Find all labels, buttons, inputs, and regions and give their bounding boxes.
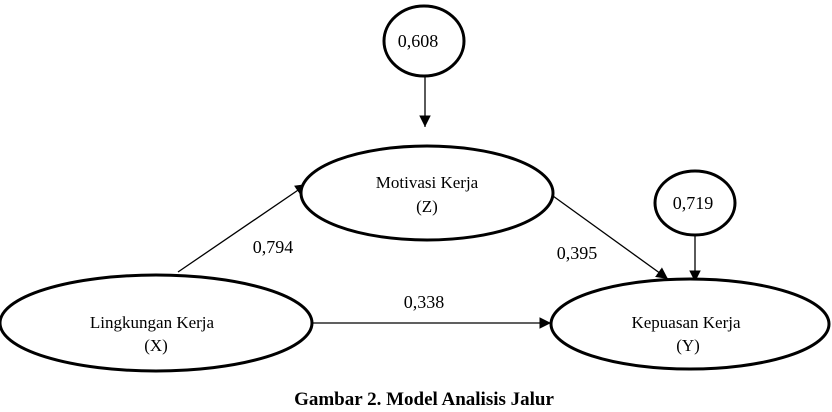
error-circle-kepuasan: 0,719 xyxy=(653,169,737,237)
error-value-motivasi: 0,608 xyxy=(398,31,439,51)
arrow-motivasi-to-kepuasan xyxy=(552,195,669,280)
node-code-kepuasan: (Y) xyxy=(676,336,700,355)
arrow-lingkungan-to-motivasi xyxy=(177,183,308,273)
node-motivasi-kerja: Motivasi Kerja (Z) xyxy=(299,144,555,242)
node-label-kepuasan: Kepuasan Kerja xyxy=(631,313,740,332)
node-lingkungan-kerja: Lingkungan Kerja (X) xyxy=(0,273,314,373)
node-kepuasan-kerja: Kepuasan Kerja (Y) xyxy=(549,277,831,371)
error-circle-motivasi: 0,608 xyxy=(382,4,466,78)
node-label-lingkungan: Lingkungan Kerja xyxy=(90,313,215,332)
node-code-lingkungan: (X) xyxy=(144,336,168,355)
coef-x-to-z: 0,794 xyxy=(253,237,294,257)
coef-x-to-y: 0,338 xyxy=(404,292,445,312)
coef-z-to-y: 0,395 xyxy=(557,243,598,263)
error-value-kepuasan: 0,719 xyxy=(673,193,714,213)
figure-caption: Gambar 2. Model Analisis Jalur xyxy=(294,389,554,410)
node-code-motivasi: (Z) xyxy=(416,197,438,216)
node-label-motivasi: Motivasi Kerja xyxy=(376,173,479,192)
